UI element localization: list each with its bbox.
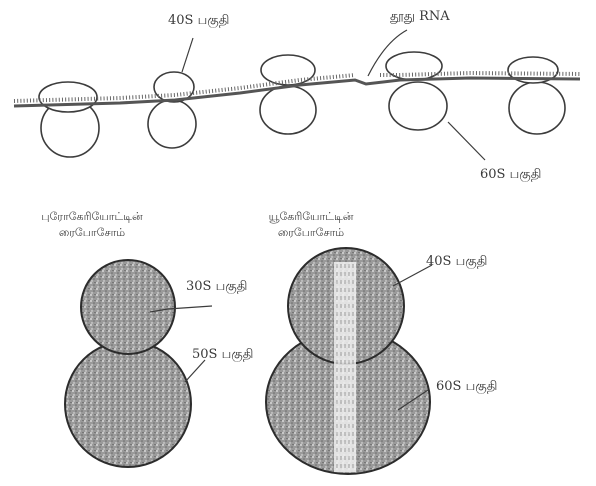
ribosome-4-large-subunit <box>389 82 447 130</box>
ribosome-3-small-subunit <box>261 55 315 85</box>
leader-top-40s <box>182 38 193 72</box>
label-large-40s: 40S பகுதி <box>426 254 487 269</box>
ribosome-3-large-subunit <box>260 86 316 134</box>
label-top-60s: 60S பகுதி <box>480 167 541 182</box>
prokaryotic-ribosome: 30S பகுதி 50S பகுதி <box>65 260 253 467</box>
eukaryote-central-channel <box>334 262 356 472</box>
leader-50s <box>185 360 205 382</box>
caption-eukaryote-line2: ரைபோசோம் <box>278 226 344 239</box>
caption-eukaryote-line1: யூகேரியோட்டின் <box>269 210 354 223</box>
label-30s: 30S பகுதி <box>186 279 247 294</box>
caption-prokaryote-line1: புரோகேரியோட்டின் <box>41 210 143 223</box>
caption-prokaryote-line2: ரைபோசோம் <box>59 226 125 239</box>
leader-top-60s <box>448 122 485 160</box>
ribosome-5-large-subunit <box>509 82 565 134</box>
label-large-60s: 60S பகுதி <box>436 379 497 394</box>
label-mrna: தூது RNA <box>390 9 450 24</box>
prokaryote-30s-subunit <box>81 260 175 354</box>
prokaryote-50s-subunit <box>65 341 191 467</box>
eukaryotic-ribosome: 40S பகுதி 60S பகுதி <box>266 248 497 474</box>
polyribosome: 40S பகுதி தூது RNA 60S பகுதி <box>14 9 580 182</box>
label-top-40s: 40S பகுதி <box>168 13 229 28</box>
ribosome-2-large-subunit <box>148 100 196 148</box>
ribosome-4-small-subunit <box>386 52 442 80</box>
label-50s: 50S பகுதி <box>192 347 253 362</box>
